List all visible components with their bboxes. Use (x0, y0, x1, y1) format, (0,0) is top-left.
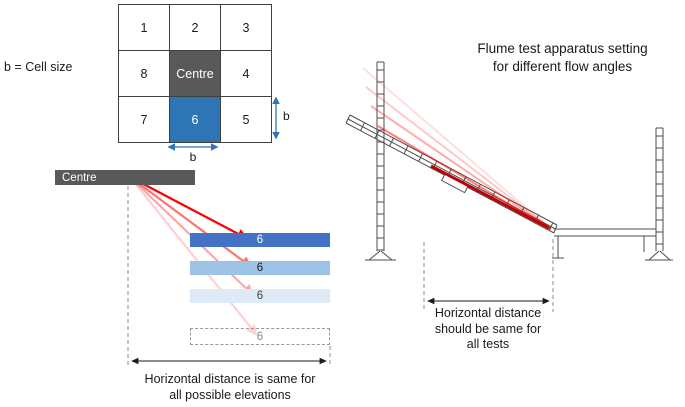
grid-cell-5: 5 (221, 97, 271, 142)
cell-size-legend: b = Cell size (4, 60, 73, 74)
flume-title: Flume test apparatus setting for differe… (477, 41, 648, 74)
elevation-caption: Horizontal distance is same for all poss… (144, 372, 316, 402)
elevation-bar-2-label: 6 (256, 262, 264, 274)
elevation-bar-1: 6 (190, 233, 330, 247)
grid-cell-6: 6 (170, 97, 220, 142)
elevation-bar-3: 6 (190, 289, 330, 303)
dim-label-b-vertical: b (283, 109, 290, 123)
flume-apparatus-drawing (345, 61, 673, 261)
grid-dimension-arrows (167, 96, 280, 151)
grid-cell-centre: Centre (170, 51, 220, 96)
centre-bar: Centre (55, 170, 195, 185)
flume-guide-lines (423, 239, 554, 312)
elevation-guide-lines (127, 186, 331, 366)
dim-label-b-horizontal: b (189, 150, 197, 164)
grid-cell-3: 3 (221, 5, 271, 50)
grid-cell-4: 4 (221, 51, 271, 96)
grid-cell-7: 7 (119, 97, 169, 142)
flume-caption: Horizontal distance should be same for a… (434, 306, 542, 352)
elevation-bar-3-label: 6 (256, 290, 264, 302)
trajectory-arrows (129, 176, 258, 336)
elevation-bar-ghost: 6 (190, 328, 330, 345)
elevation-bar-ghost-label: 6 (256, 330, 264, 343)
flow-angle-lines (362, 67, 552, 230)
centre-bar-label: Centre (62, 171, 97, 184)
grid-cell-1: 1 (119, 5, 169, 50)
elevation-bar-2: 6 (190, 261, 330, 275)
grid-cell-8: 8 (119, 51, 169, 96)
cell-grid: 1 2 3 8 Centre 4 7 6 5 (118, 4, 272, 143)
elevation-bar-1-label: 6 (256, 234, 264, 246)
grid-cell-2: 2 (170, 5, 220, 50)
